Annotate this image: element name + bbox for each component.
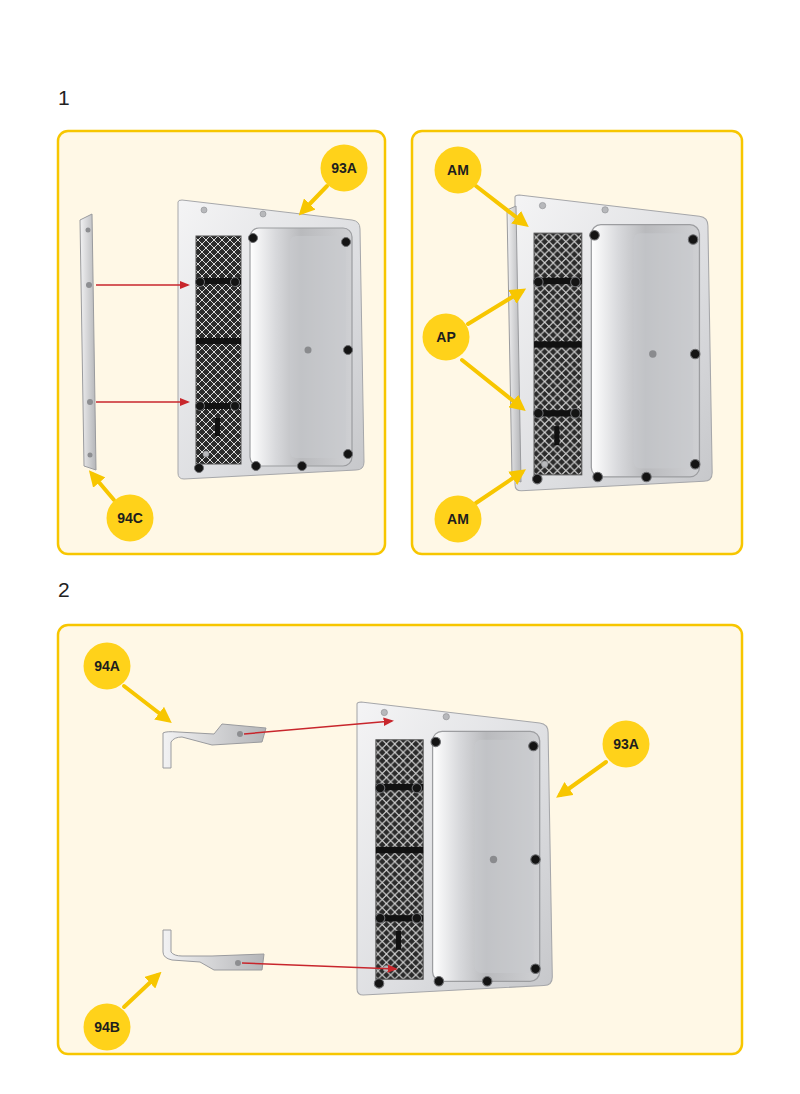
step-panel xyxy=(58,625,742,1054)
callout-number: AM xyxy=(447,162,469,178)
leader-arrows xyxy=(92,186,606,1007)
callout-number: 94B xyxy=(94,1019,120,1035)
step-panel xyxy=(412,131,742,554)
step-number: 2 xyxy=(58,578,70,602)
assembly-arrow xyxy=(96,284,188,286)
header-rule xyxy=(58,608,742,610)
callout-number: AP xyxy=(436,329,455,345)
callout-number: 94C xyxy=(117,510,143,526)
grille-unit xyxy=(357,702,552,995)
side-strip xyxy=(507,206,521,482)
grille-unit xyxy=(178,200,364,479)
step-number: 1 xyxy=(58,86,70,110)
callout-circle: AP xyxy=(422,313,470,361)
callout-number: AM xyxy=(447,511,469,527)
callout-number: 93A xyxy=(331,160,357,176)
assembly-arrow xyxy=(244,721,392,734)
callout-circle: 93A xyxy=(320,144,368,192)
bracket xyxy=(163,724,266,768)
callout-number: 94A xyxy=(94,658,120,674)
callout-circle: 94C xyxy=(106,494,154,542)
callout-circle: 93A xyxy=(602,720,650,768)
step-panel xyxy=(58,131,385,554)
side-strip xyxy=(80,214,96,470)
assembly-arrow xyxy=(96,401,188,403)
callout-circle: 94A xyxy=(83,642,131,690)
callout-circle: AM xyxy=(434,146,482,194)
callout-circle: AM xyxy=(434,495,482,543)
header-rule xyxy=(58,112,742,114)
grille-unit xyxy=(515,195,712,491)
callout-number: 93A xyxy=(613,736,639,752)
callout-circle: 94B xyxy=(83,1003,131,1051)
assembly-arrow xyxy=(242,963,396,969)
